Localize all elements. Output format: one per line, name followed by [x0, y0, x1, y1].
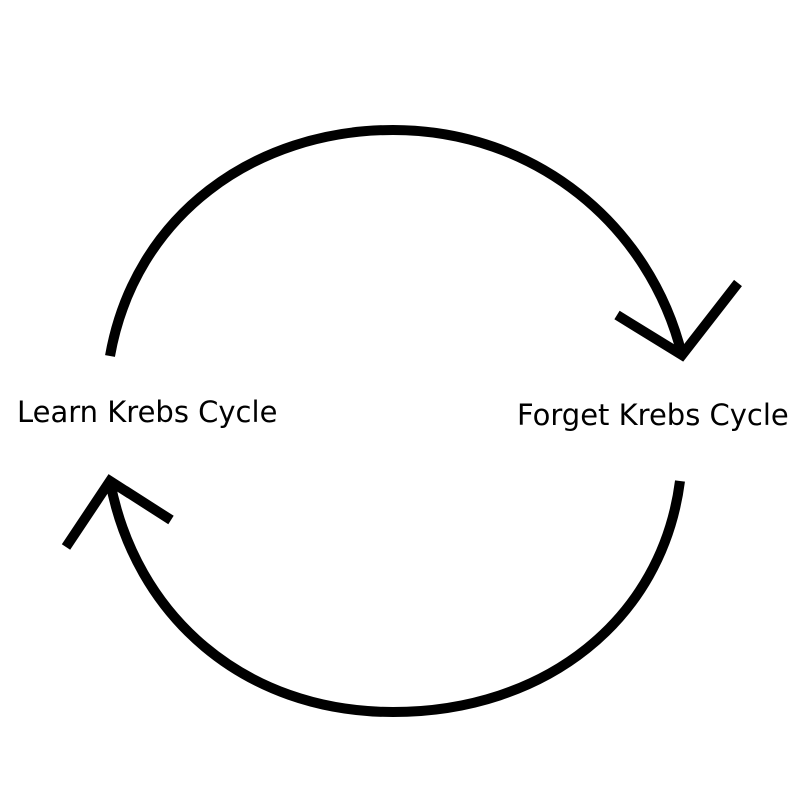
top-arc-group: [105, 124, 742, 362]
bottom-arc-group: [61, 474, 685, 718]
bottom-arrowhead-icon: [61, 474, 174, 550]
top-arc: [105, 124, 687, 357]
top-arrowhead-icon: [614, 279, 742, 362]
bottom-arc: [105, 480, 685, 718]
forget-krebs-cycle-label: Forget Krebs Cycle: [517, 398, 789, 432]
learn-krebs-cycle-label: Learn Krebs Cycle: [17, 395, 277, 429]
